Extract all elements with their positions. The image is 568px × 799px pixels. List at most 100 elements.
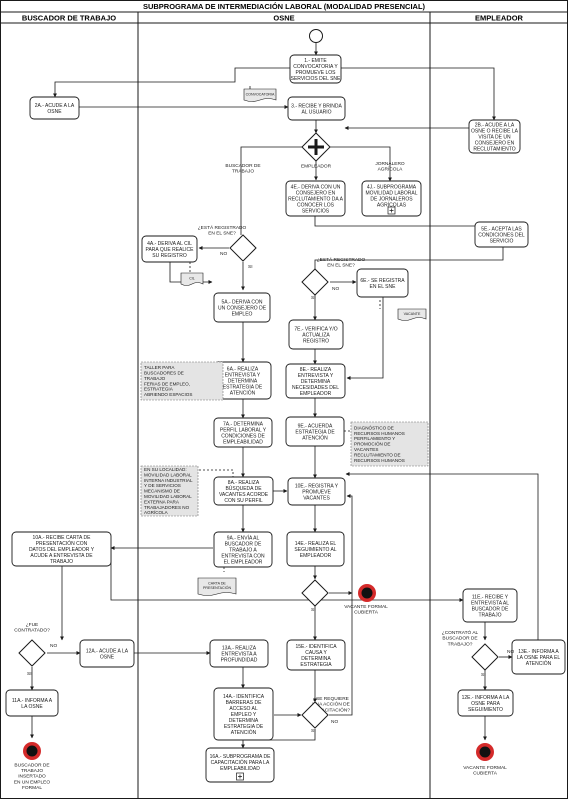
task-text: BARRERAS DE: [226, 700, 263, 706]
task-text: ACCESO AL: [229, 706, 258, 712]
task-text: 4J.- SUBPROGRAMA: [367, 184, 417, 190]
task-text: 3.- RECIBE Y BRINDA: [291, 103, 342, 109]
task-text: OSNE: [47, 109, 62, 115]
task-text: ENTREVISTA Y: [225, 372, 261, 378]
task-text: 1.- EMITE: [304, 58, 327, 64]
task-text: CONDICIONES DE: [221, 433, 265, 439]
task-text: 15E.- IDENTIFICA: [295, 644, 337, 650]
connector: [110, 548, 464, 602]
task-text: NECESIDADES DEL: [292, 385, 339, 391]
parallel-gateway: [301, 132, 331, 162]
branch-label-no: NO: [332, 286, 339, 292]
task-text: ENTREVISTA Y: [298, 373, 334, 379]
task-text: ACTUALIZA: [302, 332, 330, 338]
task-text: DETERMINA: [229, 718, 259, 724]
end-event: [476, 743, 494, 761]
annotation-text: TRABAJO: [144, 376, 166, 381]
document-text: CARTA DE: [208, 582, 226, 586]
task-text: SU REGISTRO: [152, 253, 187, 259]
task-text: CONSEJERO EN: [475, 140, 515, 146]
task-text: DE JORNALEROS: [370, 196, 413, 202]
label-text: BUSCADOR DE: [225, 163, 260, 169]
task-text: EN EL SNE: [370, 284, 397, 290]
task-text: 14A.- IDENTIFICA: [223, 694, 265, 700]
task-text: LA OSNE PARA EL: [517, 655, 560, 661]
task-text: 11E.- RECIBE Y: [472, 594, 509, 600]
label-text: ¿ESTÁ REGISTRADO: [317, 256, 366, 263]
task-text: EMPLEABILIDAD: [223, 439, 263, 445]
label-text: EN UN EMPLEO: [14, 779, 51, 785]
task-text: ESTRATEGIA DE: [295, 429, 335, 435]
task-text: 14E.- REALIZA EL: [295, 541, 337, 547]
document-text: VACANTE: [404, 312, 421, 316]
annotation-text: PROMOCIÓN DE: [354, 441, 391, 447]
lane-header-osne: OSNE: [273, 14, 294, 23]
task-text: LA OSNE: [21, 704, 43, 710]
branch-label-no: NO: [331, 719, 338, 725]
exclusive-gateway: [301, 268, 329, 296]
task-text: 10E.- REGISTRA Y: [295, 483, 339, 489]
document-vacante: VACANTE: [397, 308, 427, 321]
task-text: OSNE PARA: [471, 701, 500, 707]
task-text: EMPLEO Y: [231, 712, 257, 718]
annotation-text: AGRÍCOLA: [144, 509, 169, 515]
task-text: BUSCADOR DE: [472, 606, 509, 612]
annotation-text: MOVILIDAD LABORAL: [144, 472, 192, 477]
label-text: UNA ACCIÓN DE: [312, 701, 350, 708]
task-text: 12E.- INFORMA A LA: [462, 695, 510, 701]
task-text: DETERMINA: [301, 656, 331, 662]
branch-label-si: SI: [27, 671, 32, 677]
task-text: ENTREVISTA AL: [471, 600, 509, 606]
connector: [329, 494, 353, 716]
task-text: DETERMINA: [301, 379, 331, 385]
end-event: [358, 584, 376, 602]
task-text: ATENCIÓN: [302, 434, 328, 441]
exclusive-gateway: [301, 579, 329, 607]
task-text: CAUSA Y: [305, 650, 327, 656]
annotation-text: INTERNA INDUSTRIAL: [144, 478, 193, 483]
task-text: EL EMPLEADOR: [224, 559, 263, 565]
task-text: 12A.- ACUDE A LA: [86, 648, 129, 654]
task-text: 7E.- VERIFICA Y/O: [294, 326, 337, 332]
task-text: PERFIL LABORAL Y: [220, 427, 267, 433]
branch-label-no: NO: [50, 643, 57, 649]
annotation-text: ESTRATEGIA: [144, 387, 174, 392]
task-text: TRABAJO: [50, 559, 73, 565]
task-text: 5A.- DERIVA CON: [221, 299, 262, 305]
task-text: VACANTES ACORDE: [219, 492, 269, 498]
task-text: AGRÍCOLAS: [377, 201, 407, 208]
task-text: PROMUEVE: [302, 489, 331, 495]
label-empleador: EMPLEADOR: [301, 164, 332, 170]
task-text: 8A.- REALIZA: [228, 480, 260, 486]
label-text: TRABAJO: [21, 768, 43, 774]
label-text: CONTRATADO?: [14, 627, 50, 633]
task-text: TRABAJO: [478, 612, 501, 618]
label-text: JORNALERO: [375, 161, 405, 167]
label-text: INSERTADO: [18, 774, 46, 780]
label-text: EN EL SNE?: [208, 230, 236, 236]
branch-label-si: SI: [311, 295, 316, 301]
document-text: CIL: [189, 276, 195, 280]
task-text: 11A.- INFORMA A: [12, 698, 53, 704]
